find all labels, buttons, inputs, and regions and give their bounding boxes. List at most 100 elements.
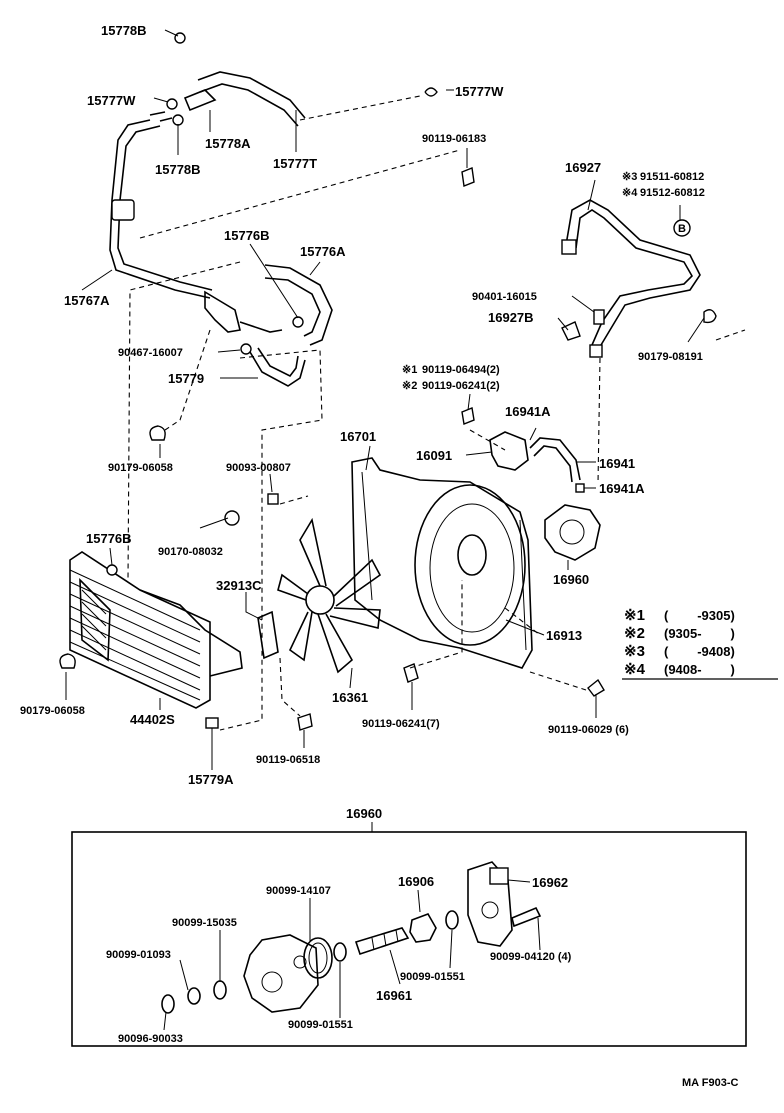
legend-range-4: (9408- ) [664,662,735,677]
label-15776B-top: 15776B [224,228,270,243]
bolt-icon [587,678,605,697]
label-90119-06241-2: 90119-06241(2) [422,380,500,392]
label-90099-15035: 90099-15035 [172,917,237,929]
label-91511-60812: 91511-60812 [640,171,704,183]
legend-range-1: ( -9305) [664,608,735,623]
grommet-icon [149,425,166,441]
nut-icon [224,510,240,526]
leader-lines [65,29,705,770]
label-90119-06029: 90119-06029 (6) [548,724,629,736]
label-15776A: 15776A [300,244,346,259]
label-90096-90033: 90096-90033 [118,1033,183,1045]
label-15777T: 15777T [273,156,317,171]
gear [409,913,437,943]
diagram-code: MA F903-C [682,1077,738,1089]
label-16927B: 16927B [488,310,534,325]
legend-mark-2: ※2 [624,625,645,642]
hose-clip-icon [292,316,304,328]
hose-clip-icon [205,717,219,729]
hose-clip-icon [172,114,184,126]
label-15767A: 15767A [64,293,110,308]
fitting-icon [489,867,509,885]
label-15778A: 15778A [205,136,251,151]
bolt-icon [511,906,542,928]
bolt-icon [461,407,475,425]
hose-clip-icon [174,32,186,44]
label-16913: 16913 [546,628,582,643]
label-16960-side: 16960 [553,572,589,587]
circle-b-callout [673,219,691,237]
legend-range-2: (9305- ) [664,626,735,641]
label-90119-06183: 90119-06183 [422,133,486,145]
seal [333,942,347,962]
label-16361: 16361 [332,690,368,705]
seal-2 [445,910,459,930]
dashed-leader-lines [127,95,746,731]
vacuum-pipe-assembly: B [461,199,717,561]
bolt-icon [297,713,313,731]
label-15777W-right: 15777W [455,84,504,99]
o-ring [303,937,333,979]
washer-icon [187,987,201,1005]
mark-1-inline: ※1 [402,364,417,376]
hose-clip-icon [240,343,252,355]
label-16960-box: 16960 [346,806,382,821]
label-90119-06518: 90119-06518 [256,754,320,766]
fan-shroud [351,457,605,697]
label-44402S: 44402S [130,712,175,727]
label-16941A-top: 16941A [505,404,551,419]
label-91512-60812: 91512-60812 [640,187,705,199]
label-90099-01551-a: 90099-01551 [400,971,465,983]
legend-mark-1: ※1 [624,607,645,624]
label-90093-00807: 90093-00807 [226,462,291,474]
washer-icon [267,493,279,505]
hose-clip-icon [166,98,178,110]
label-90467-16007: 90467-16007 [118,347,183,359]
connector-icon [561,239,577,255]
oil-cooler [59,493,313,731]
pump-cover [467,861,513,947]
label-15777W-left: 15777W [87,93,136,108]
label-15779: 15779 [168,371,204,386]
bolt-icon [593,309,605,325]
pipe-clamp-icon [111,199,135,221]
mark-3-inline: ※3 [622,171,637,183]
label-16927: 16927 [565,160,601,175]
label-16941: 16941 [599,456,635,471]
circle-b-label: B [678,223,686,235]
label-90119-06494: 90119-06494(2) [422,364,500,376]
legend-mark-4: ※4 [624,661,646,678]
label-90401-16015: 90401-16015 [472,291,537,303]
clamp-icon [561,321,581,341]
label-16091: 16091 [416,448,452,463]
label-90099-14107: 90099-14107 [266,885,331,897]
cooling-fan [277,517,382,674]
label-32913C: 32913C [216,578,262,593]
label-16906: 16906 [398,874,434,889]
label-90170-08032: 90170-08032 [158,546,223,558]
exploded-view-frame [71,831,747,1047]
grommet-icon [703,309,717,324]
label-90099-01551-b: 90099-01551 [288,1019,353,1031]
bolt-icon [461,167,475,187]
label-15776B-low: 15776B [86,531,132,546]
applicability-legend: ※1 ( -9305) ※2 (9305- ) ※3 ( -9408) ※4 (… [622,607,778,680]
hose-clip-icon [424,87,438,97]
shaft [354,927,410,956]
seal-icon [213,980,227,1000]
label-90179-08191: 90179-08191 [638,351,703,363]
grommet-icon [59,653,76,669]
pump-body [243,934,319,1013]
label-90179-06058-a: 90179-06058 [108,462,173,474]
label-16962: 16962 [532,875,568,890]
label-16941A-low: 16941A [599,481,645,496]
label-90179-06058-b: 90179-06058 [20,705,85,717]
legend-mark-3: ※3 [624,643,645,660]
connector-icon [589,344,603,358]
bolt-icon [403,663,419,683]
label-16961: 16961 [376,988,412,1003]
label-15778B-top: 15778B [101,23,147,38]
part-labels: 15778B 15777W 15777W 15778A 15778B 15777… [20,23,705,787]
